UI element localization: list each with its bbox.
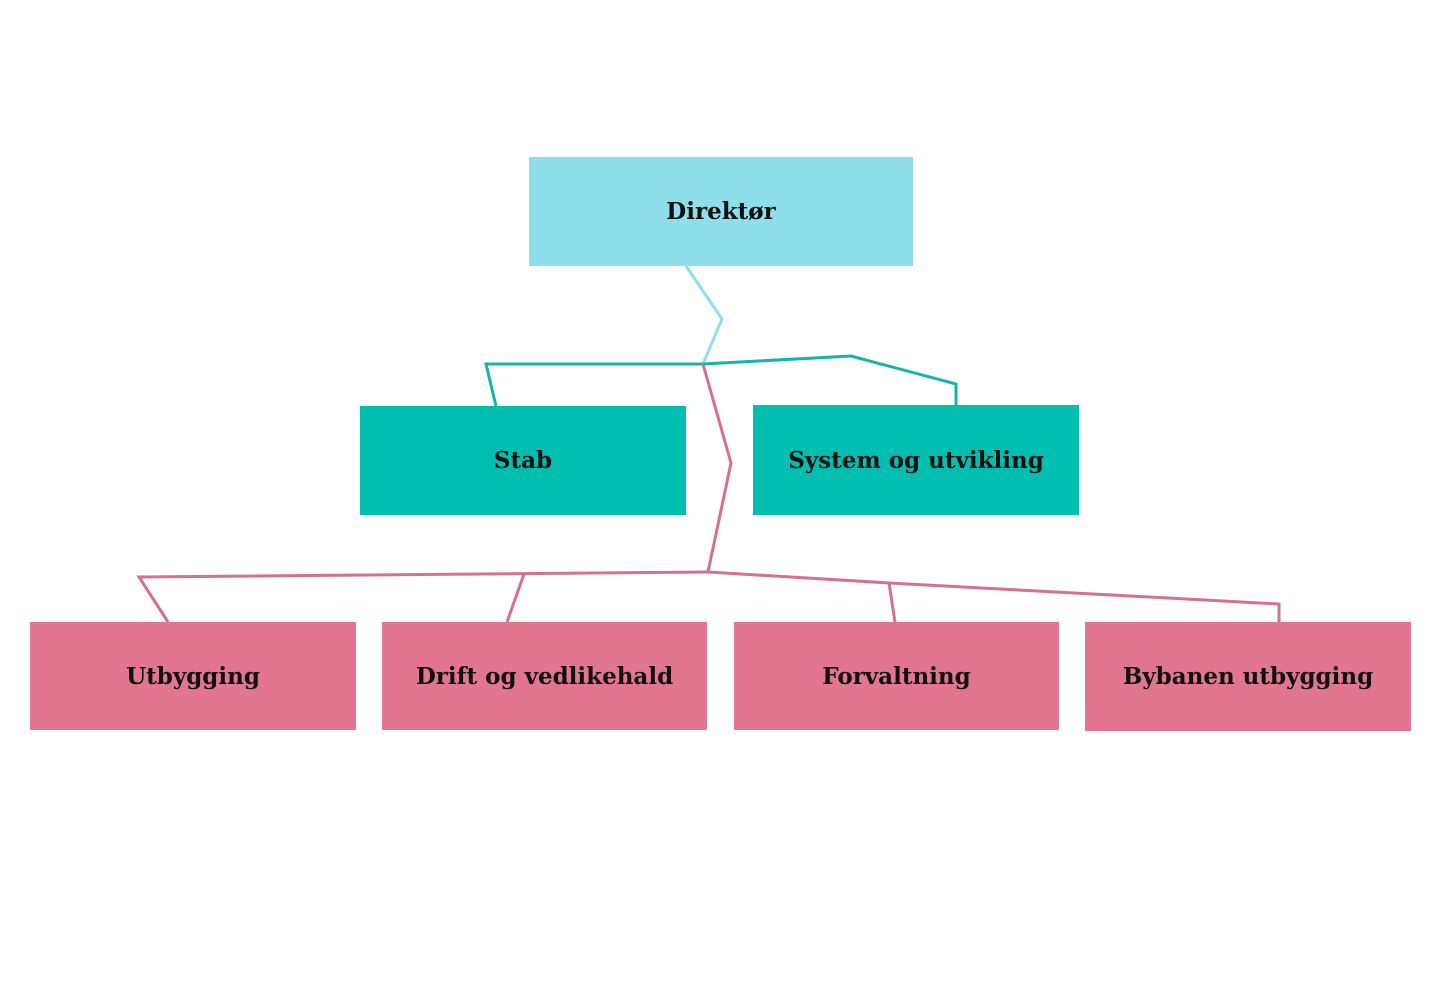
utbygging-label: Utbygging bbox=[126, 662, 260, 690]
system-og-utvikling-label: System og utvikling bbox=[788, 446, 1044, 474]
utbygging-connector-line bbox=[136, 570, 709, 623]
bybanen-utbygging-label: Bybanen utbygging bbox=[1122, 663, 1374, 690]
system-og-utvikling-box: System og utvikling bbox=[753, 405, 1079, 515]
director-box: Direktør bbox=[529, 157, 913, 266]
bybanen-utbygging-box: Bybanen utbygging bbox=[1085, 622, 1411, 731]
system-connector-line bbox=[702, 354, 958, 405]
utbygging-box: Utbygging bbox=[30, 622, 356, 730]
forvaltning-label: Forvaltning bbox=[822, 662, 971, 690]
bybanen-connector-line bbox=[888, 581, 1281, 622]
drift-og-vedlikehald-box: Drift og vedlikehald bbox=[382, 622, 707, 730]
stab-connector-line bbox=[484, 362, 703, 407]
forvaltning-box: Forvaltning bbox=[734, 622, 1059, 730]
drift-og-vedlikehald-label: Drift og vedlikehald bbox=[415, 662, 674, 690]
stab-box: Stab bbox=[360, 406, 686, 515]
stab-label: Stab bbox=[493, 447, 553, 474]
forvaltning-connector-line bbox=[707, 570, 897, 623]
director-label: Direktør bbox=[666, 198, 776, 225]
drift-connector-line bbox=[505, 573, 526, 623]
level2-trunk-line bbox=[701, 363, 733, 573]
director-connector-line bbox=[684, 265, 724, 365]
